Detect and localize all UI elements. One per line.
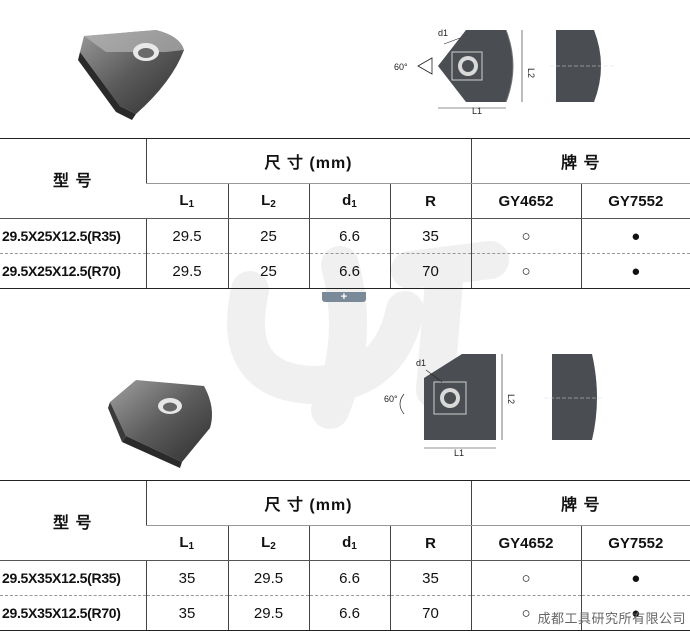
cell-d1: 6.6 bbox=[308, 218, 390, 254]
subheader-d1: d1 bbox=[308, 525, 390, 561]
cell-gy4652: ○ bbox=[470, 253, 582, 289]
subheader-gy7552: GY7552 bbox=[580, 183, 690, 219]
header-dimensions: 尺 寸 (mm) bbox=[145, 480, 472, 526]
svg-text:L1: L1 bbox=[454, 448, 464, 458]
cell-l2: 25 bbox=[227, 218, 309, 254]
cell-l1: 35 bbox=[145, 595, 228, 631]
cell-l2: 29.5 bbox=[227, 560, 309, 596]
cell-gy7552: ● bbox=[580, 560, 690, 596]
cell-model: 29.5X35X12.5(R35) bbox=[0, 560, 146, 596]
insert-photo-1 bbox=[78, 30, 184, 120]
cell-d1: 6.6 bbox=[308, 560, 390, 596]
svg-text:L2: L2 bbox=[526, 68, 536, 78]
svg-text:L1: L1 bbox=[472, 106, 482, 116]
header-grade: 牌 号 bbox=[470, 138, 690, 184]
insert-photo-2 bbox=[108, 380, 212, 468]
header-dimensions: 尺 寸 (mm) bbox=[145, 138, 472, 184]
subheader-gy7552: GY7552 bbox=[580, 525, 690, 561]
subheader-l1: L1 bbox=[146, 525, 228, 561]
cell-l1: 29.5 bbox=[145, 253, 228, 289]
subheader-gy4652: GY4652 bbox=[470, 183, 582, 219]
cell-gy4652: ○ bbox=[470, 218, 582, 254]
cell-l1: 35 bbox=[145, 560, 228, 596]
cell-l1: 29.5 bbox=[145, 218, 228, 254]
subheader-l1: L1 bbox=[146, 183, 228, 219]
header-grade: 牌 号 bbox=[470, 480, 690, 526]
spec-table-2: 型 号 尺 寸 (mm) 牌 号 L1 L2 d1 R GY4652 GY755… bbox=[0, 480, 690, 631]
product-section-2: d1 60° L2 L1 R 型 号 尺 寸 (mm) 牌 号 L1 L2 d1 bbox=[0, 340, 690, 631]
cell-l2: 29.5 bbox=[227, 595, 309, 631]
cell-gy7552: ● bbox=[580, 595, 690, 631]
cell-r: 70 bbox=[389, 253, 472, 289]
cell-r: 35 bbox=[389, 560, 472, 596]
table-row: 29.5X35X12.5(R70) 35 29.5 6.6 70 ○ ● bbox=[0, 595, 690, 631]
technical-drawing-1: d1 60° L2 L1 R bbox=[394, 28, 614, 116]
subheader-r: R bbox=[389, 183, 472, 219]
cell-gy4652: ○ bbox=[470, 560, 582, 596]
cell-d1: 6.6 bbox=[308, 595, 390, 631]
table-row: 29.5X25X12.5(R35) 29.5 25 6.6 35 ○ ● bbox=[0, 218, 690, 254]
header-model: 型 号 bbox=[0, 480, 146, 561]
cell-gy4652: ○ bbox=[470, 595, 582, 631]
spec-table-1: 型 号 尺 寸 (mm) 牌 号 L1 L2 d1 R GY4652 GY755… bbox=[0, 138, 690, 289]
cell-model: 29.5X25X12.5(R70) bbox=[0, 253, 146, 289]
svg-text:L2: L2 bbox=[506, 394, 516, 404]
subheader-l2: L2 bbox=[227, 525, 309, 561]
cell-r: 70 bbox=[389, 595, 472, 631]
svg-text:60°: 60° bbox=[384, 394, 398, 404]
cell-gy7552: ● bbox=[580, 218, 690, 254]
header-model: 型 号 bbox=[0, 138, 146, 219]
subheader-gy4652: GY4652 bbox=[470, 525, 582, 561]
cell-l2: 25 bbox=[227, 253, 309, 289]
subheader-l2: L2 bbox=[227, 183, 309, 219]
expand-button[interactable]: + bbox=[322, 292, 366, 303]
svg-text:d1: d1 bbox=[438, 28, 448, 38]
svg-text:60°: 60° bbox=[394, 62, 408, 72]
subheader-d1: d1 bbox=[308, 183, 390, 219]
cell-d1: 6.6 bbox=[308, 253, 390, 289]
product-section-1: d1 60° L2 L1 R 型 号 尺 寸 (mm) 牌 号 L1 L2 bbox=[0, 0, 690, 295]
company-name-watermark: 成都工具研究所有限公司 bbox=[537, 612, 686, 627]
cell-gy7552: ● bbox=[580, 253, 690, 289]
table-row: 29.5X35X12.5(R35) 35 29.5 6.6 35 ○ ● bbox=[0, 560, 690, 596]
cell-model: 29.5X35X12.5(R70) bbox=[0, 595, 146, 631]
subheader-r: R bbox=[389, 525, 472, 561]
technical-drawing-2: d1 60° L2 L1 R bbox=[384, 354, 604, 458]
svg-text:d1: d1 bbox=[416, 358, 426, 368]
cell-model: 29.5X25X12.5(R35) bbox=[0, 218, 146, 254]
table-row: 29.5X25X12.5(R70) 29.5 25 6.6 70 ○ ● bbox=[0, 253, 690, 289]
cell-r: 35 bbox=[389, 218, 472, 254]
